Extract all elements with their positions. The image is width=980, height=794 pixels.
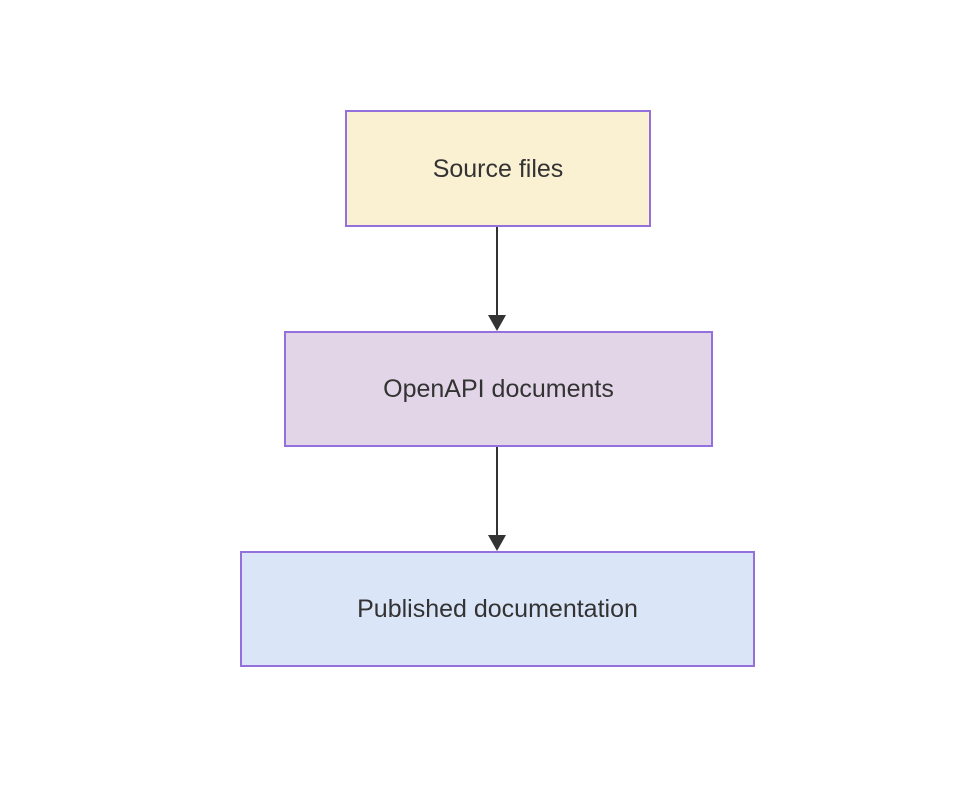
- node-source-files-label: Source files: [432, 154, 564, 183]
- node-openapi-documents-label: OpenAPI documents: [383, 375, 614, 403]
- node-source-files: Source files: [345, 110, 651, 227]
- node-published-documentation: Published documentation: [240, 551, 755, 667]
- edge-openapi-to-published-line: [496, 447, 498, 539]
- node-openapi-documents: OpenAPI documents: [284, 331, 713, 447]
- edge-openapi-to-published-arrowhead-icon: [488, 535, 506, 551]
- edge-source-to-openapi-line: [496, 227, 498, 319]
- node-published-documentation-label: Published documentation: [357, 595, 638, 623]
- edge-source-to-openapi-arrowhead-icon: [488, 315, 506, 331]
